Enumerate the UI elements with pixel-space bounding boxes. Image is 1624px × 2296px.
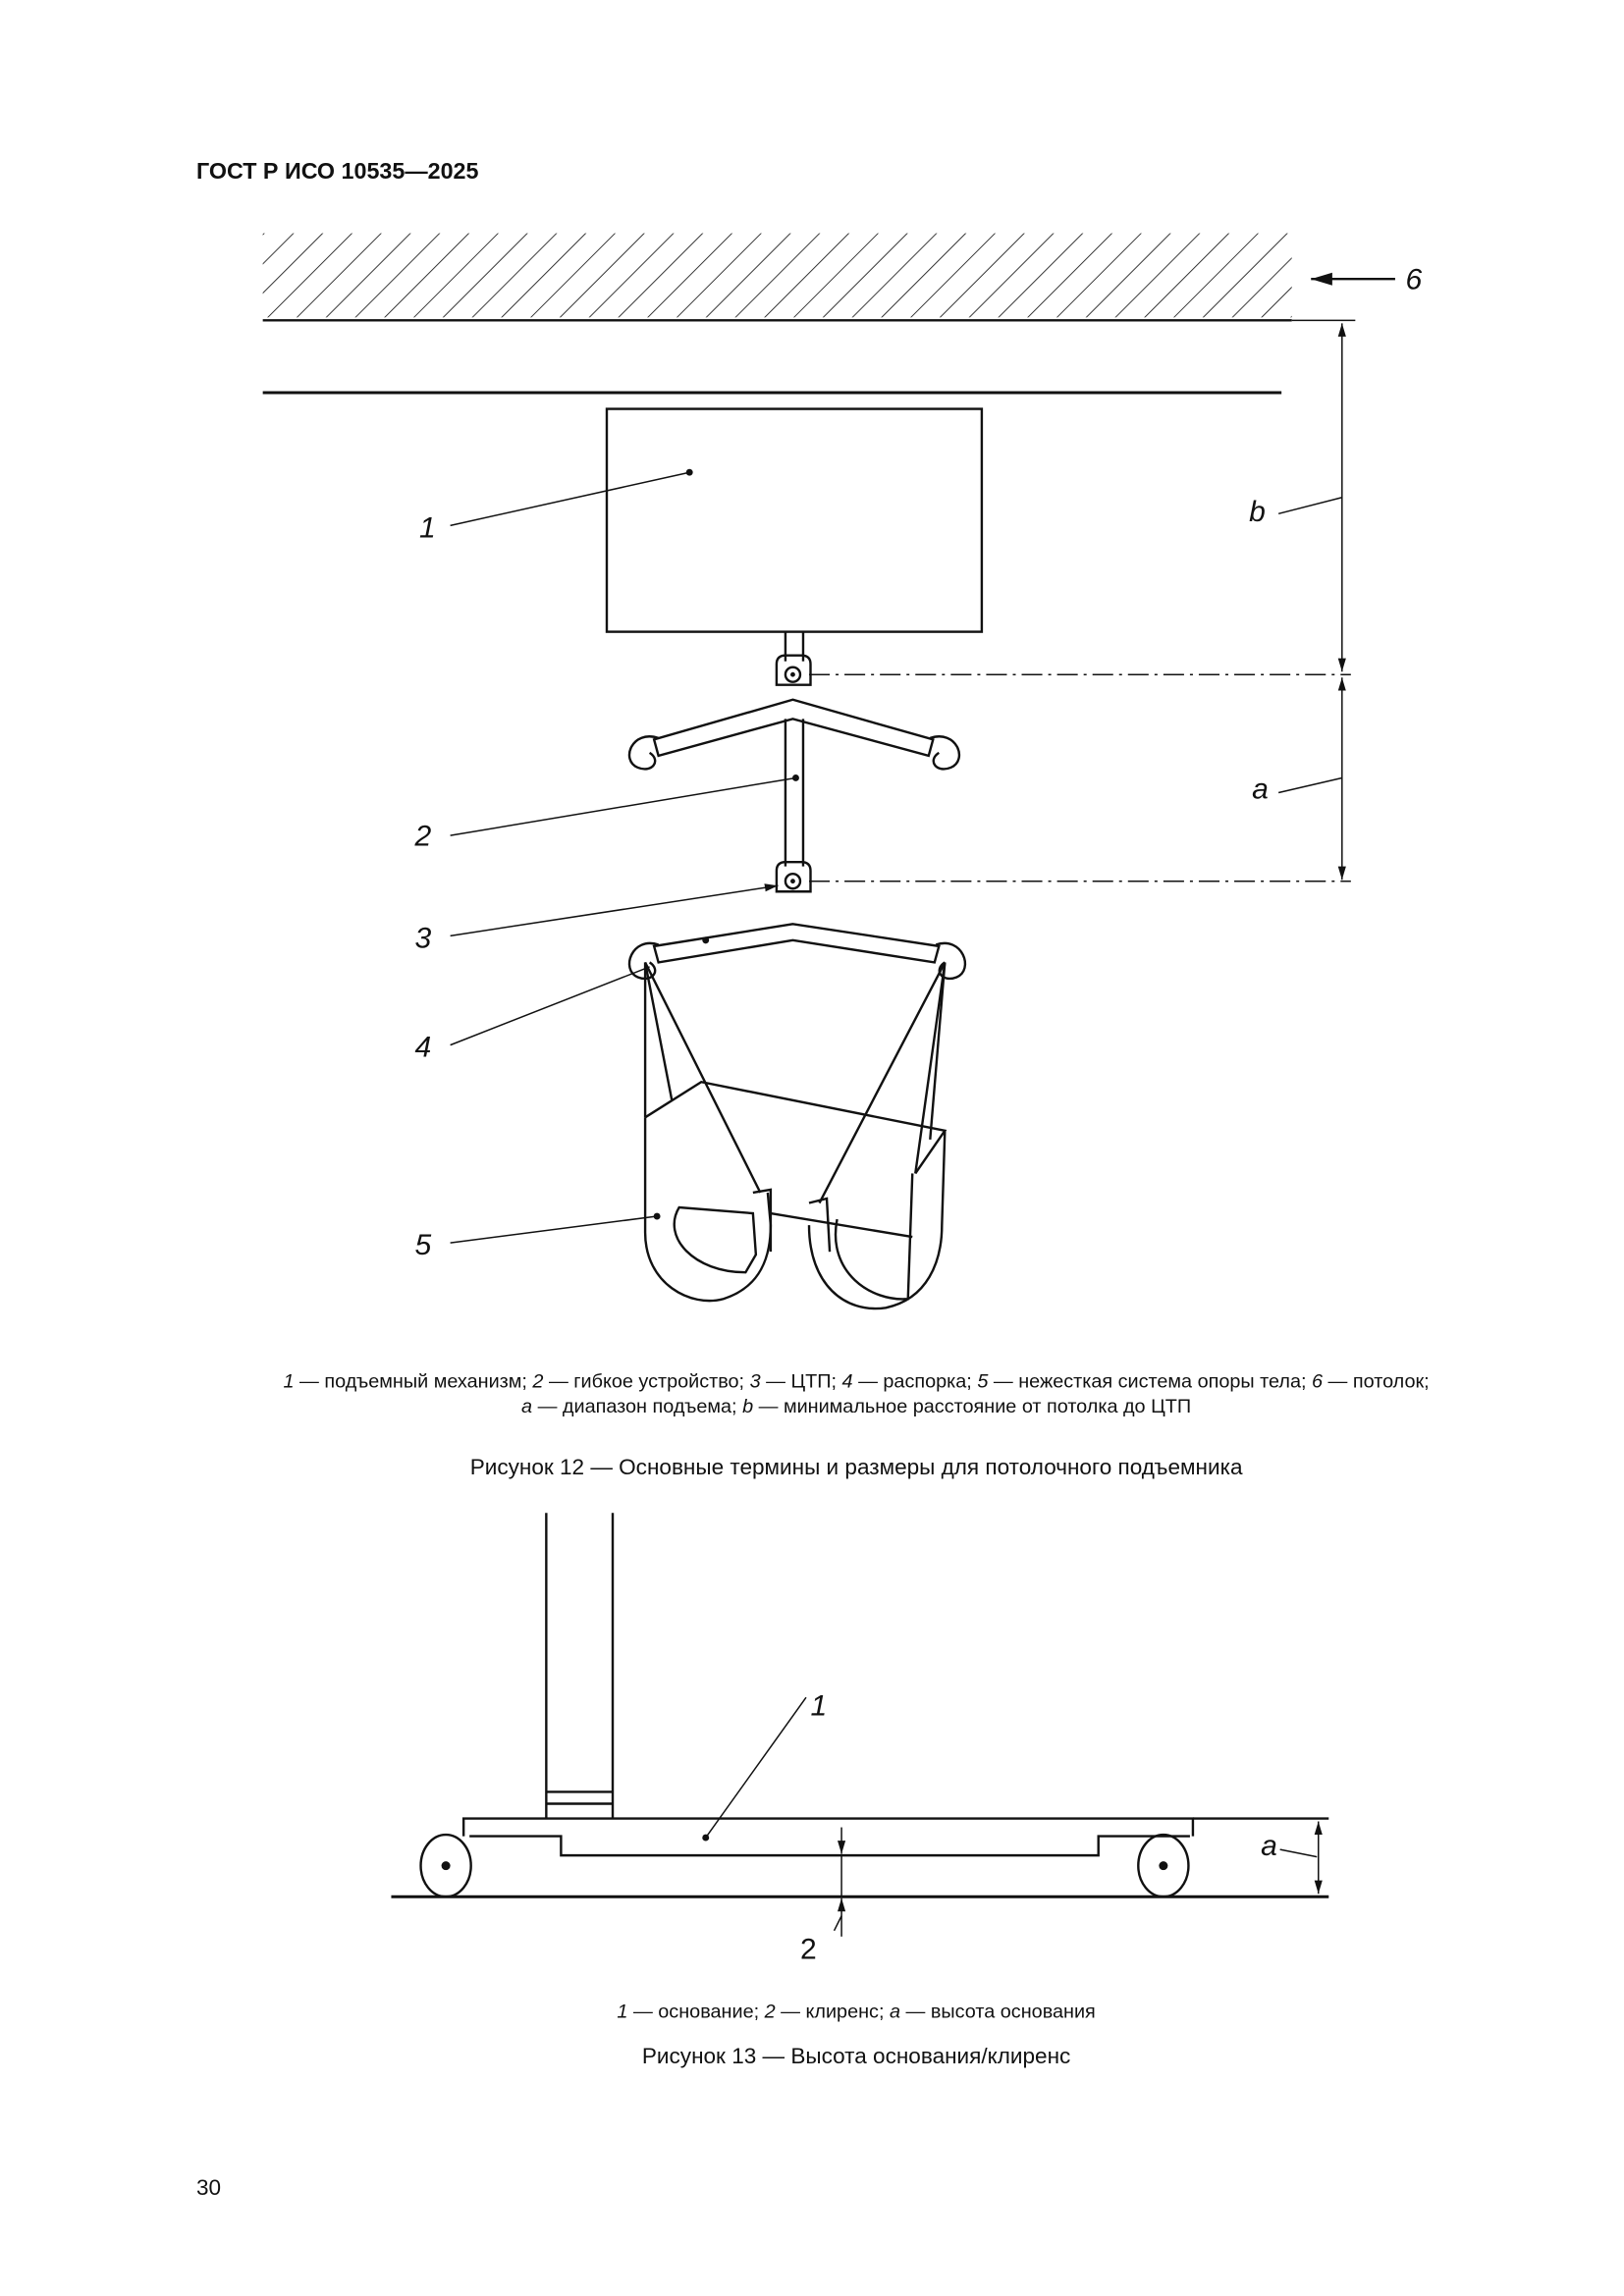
figure-12-caption: Рисунок 12 — Основные термины и размеры … (470, 1455, 1243, 1479)
fig13-label-2: 2 (800, 1933, 817, 1965)
page-number: 30 (196, 2175, 221, 2200)
fig13-label-a: a (1261, 1830, 1277, 1862)
label-1: 1 (419, 511, 436, 544)
document-header: ГОСТ Р ИСО 10535—2025 (196, 158, 479, 184)
label-5: 5 (415, 1229, 432, 1261)
figure-12-legend-line-1: 1 — подъемный механизм; 2 — гибкое устро… (284, 1370, 1430, 1392)
label-6: 6 (1405, 264, 1422, 296)
label-b: b (1249, 496, 1266, 528)
label-4: 4 (415, 1032, 432, 1064)
label-2: 2 (414, 821, 432, 853)
label-a: a (1252, 774, 1269, 806)
spreader-bar (652, 923, 941, 964)
figure-13: a 2 1 1 — основание; 2 — клиренс; a — вы… (391, 1513, 1329, 2068)
figure-12-legend-line-2: a — диапазон подъема; b — минимальное ра… (521, 1396, 1191, 1417)
sling (643, 961, 947, 1310)
lifting-mechanism (605, 407, 984, 633)
figure-13-legend: 1 — основание; 2 — клиренс; a — высота о… (617, 2002, 1095, 2023)
upper-spreader-bar (652, 698, 935, 758)
ceiling-hatch (262, 233, 1292, 318)
base (461, 1817, 1195, 1837)
figure-12: 6 1 b a 2 3 (262, 233, 1430, 1479)
figure-13-caption: Рисунок 13 — Высота основания/клиренс (642, 2044, 1070, 2068)
label-3: 3 (415, 922, 432, 954)
fig13-label-1: 1 (810, 1689, 827, 1722)
